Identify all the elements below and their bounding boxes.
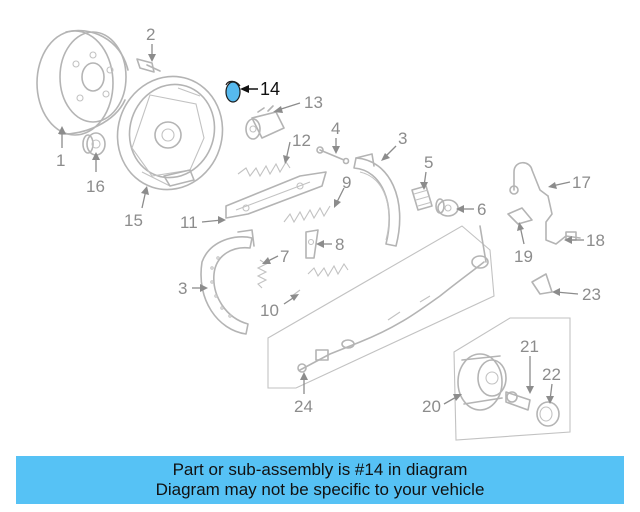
part-3-brake-shoe-right [353,153,401,247]
callout-5[interactable]: 5 [424,153,433,172]
part-21-hub-bolt [505,391,531,411]
callout-8[interactable]: 8 [335,235,344,254]
part-16-bushing [82,132,106,156]
callout-15[interactable]: 15 [124,211,143,230]
callout-19[interactable]: 19 [514,247,533,266]
banner-line-1: Part or sub-assembly is #14 in diagram [172,460,468,479]
part-14-plug [225,80,241,103]
callout-13[interactable]: 13 [304,93,323,112]
part-10-spring [291,262,349,297]
part-4-pin [316,146,350,165]
part-6-cup [435,198,459,217]
part-24-cable-assembly [267,225,495,389]
callout-10[interactable]: 10 [260,301,279,320]
callout-17[interactable]: 17 [572,173,591,192]
callout-20[interactable]: 20 [422,397,441,416]
part-3-brake-shoe-left [200,229,255,335]
callout-7[interactable]: 7 [280,247,289,266]
part-20-hub-assembly [453,317,571,441]
part-18-brake-line [545,195,581,245]
callout-6[interactable]: 6 [477,200,486,219]
callout-3-left[interactable]: 3 [178,279,187,298]
banner-line-2: Diagram may not be specific to your vehi… [155,480,485,499]
part-5-spring [411,185,433,211]
part-13-wheel-cylinder [245,105,285,140]
callout-11[interactable]: 11 [180,213,198,232]
part-11-lever [225,171,327,219]
leader-lines [58,44,584,405]
part-19-bracket [507,207,533,225]
part-1-brake-drum [36,29,129,136]
part-2-bolt [136,58,161,73]
part-23-bracket [531,273,553,295]
part-22-cap [536,401,560,427]
callout-12[interactable]: 12 [292,131,311,150]
part-7-spring [256,259,268,289]
callout-4[interactable]: 4 [331,119,340,138]
callout-3-right[interactable]: 3 [398,129,407,148]
callout-1[interactable]: 1 [56,151,65,170]
callout-2[interactable]: 2 [146,25,155,44]
part-8-clip [305,229,319,259]
part-9-spring [283,205,331,224]
callout-16[interactable]: 16 [86,177,105,196]
callout-22[interactable]: 22 [542,365,561,384]
callout-9[interactable]: 9 [342,173,351,192]
callout-23[interactable]: 23 [582,285,601,304]
part-12-spring [237,160,291,178]
callout-24[interactable]: 24 [294,397,313,416]
callout-21[interactable]: 21 [520,337,539,356]
callout-14[interactable]: 14 [260,79,280,99]
part-17-brake-hose [509,161,549,197]
info-banner: Part or sub-assembly is #14 in diagram D… [16,456,624,504]
part-15-backing-plate [116,75,224,191]
callout-18[interactable]: 18 [586,231,605,250]
